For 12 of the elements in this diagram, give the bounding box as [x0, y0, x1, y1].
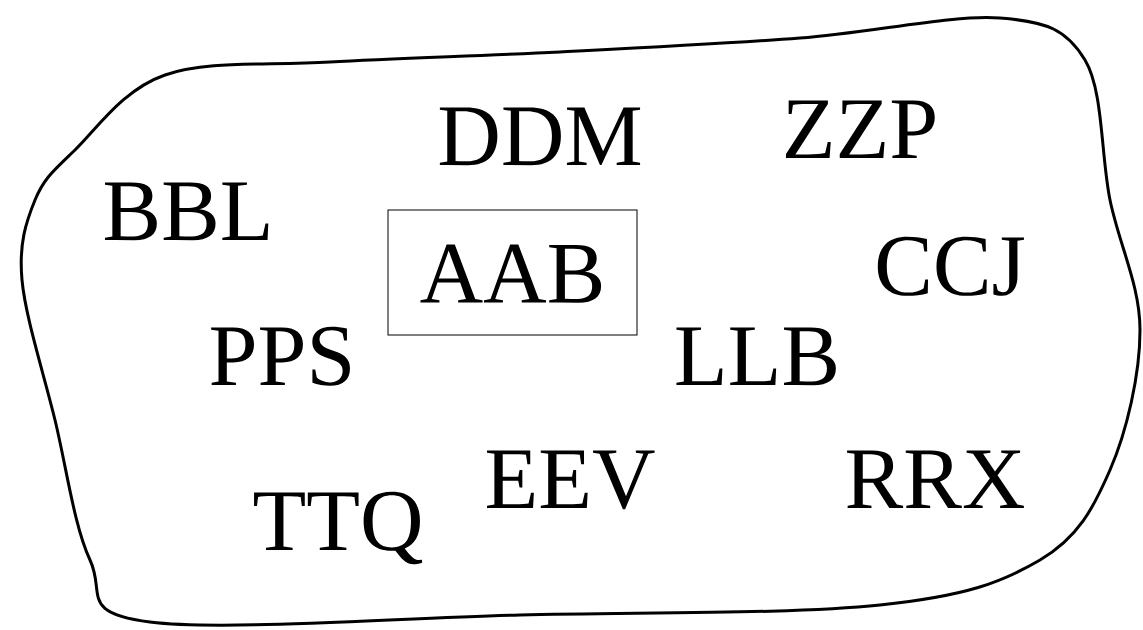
label: ZZP [786, 100, 935, 158]
label: TTQ [254, 491, 423, 565]
label: RRX [847, 450, 1024, 508]
label: LLB [676, 327, 836, 386]
blob-outline [19, 16, 1142, 627]
label: DDM [439, 107, 641, 166]
label: EEV [487, 450, 655, 510]
label: PPS [211, 326, 350, 386]
label: BBL [104, 182, 269, 241]
label: CCJ [877, 236, 1024, 296]
label-box [387, 209, 638, 336]
label: AAB [420, 244, 602, 303]
